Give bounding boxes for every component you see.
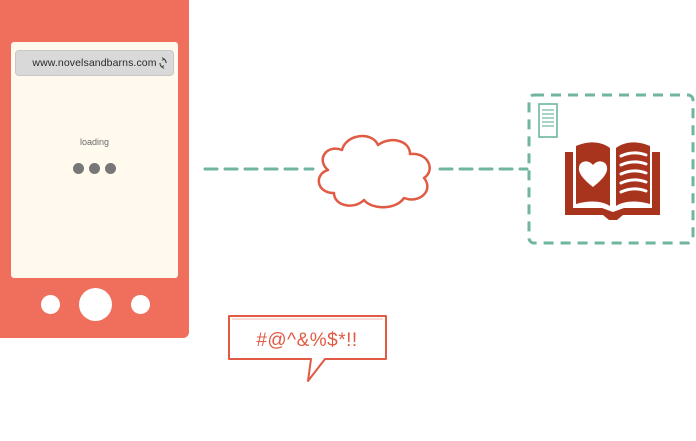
- server-box: [527, 93, 695, 245]
- open-book-heart-icon: [565, 142, 660, 220]
- loading-status: loading: [79, 137, 110, 147]
- loading-dots: [73, 163, 117, 175]
- phone-home-button[interactable]: [79, 288, 112, 321]
- speech-bubble-text: #@^&%$*!!: [256, 330, 358, 351]
- refresh-icon[interactable]: [159, 57, 167, 69]
- phone-menu-button[interactable]: [131, 295, 150, 314]
- loading-dot: [73, 163, 84, 174]
- document-icon: [538, 103, 558, 138]
- speech-bubble: [228, 315, 387, 382]
- cloud-icon: [317, 134, 431, 209]
- phone-screen: www.novelsandbarns.com loading: [11, 42, 178, 278]
- url-text: www.novelsandbarns.com: [32, 57, 157, 69]
- url-bar[interactable]: www.novelsandbarns.com: [15, 50, 174, 76]
- loading-dot: [89, 163, 100, 174]
- phone-back-button[interactable]: [41, 295, 60, 314]
- mobile-phone: www.novelsandbarns.com loading: [0, 0, 189, 338]
- loading-dot: [105, 163, 116, 174]
